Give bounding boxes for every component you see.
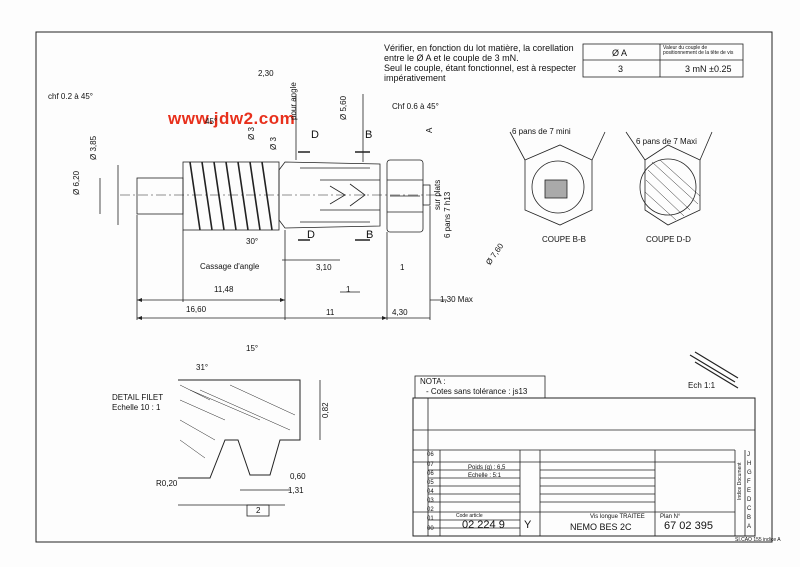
letter-j: J [747, 452, 750, 458]
letter-e: E [747, 488, 752, 494]
tb-designation: Vis longue TRAITEE [590, 514, 645, 520]
tb-code-article: 02 224 9 [462, 519, 505, 531]
letter-g: G [747, 470, 752, 476]
letter-b: B [747, 515, 752, 521]
dim-pour-angle: pour angle [289, 82, 298, 120]
dim-1-a: 1 [400, 263, 405, 272]
section-mark-b-bottom: B [366, 229, 374, 241]
corr-col2-value: 3 mN ±0.25 [685, 64, 732, 74]
shank-left [136, 177, 184, 215]
label-coupe-dd: COUPE D-D [646, 235, 691, 244]
watermark: www.jdw2.com [168, 109, 296, 128]
dim-4-30: 4,30 [392, 308, 408, 317]
rev-06b: 06 [427, 471, 434, 477]
dim-d3-b: Ø 3 [269, 137, 278, 150]
dim-angle-30: 30° [246, 237, 259, 246]
dim-11-48: 11,48 [214, 285, 234, 294]
tb-product: NEMO BES 2C [570, 522, 632, 532]
tb-indice-doc: Indice Document [737, 462, 743, 500]
letter-f: F [747, 479, 751, 485]
rev-03: 03 [427, 498, 434, 504]
rev-02: 02 [427, 507, 434, 513]
section-b-hex [524, 144, 593, 226]
label-coupe-bb: COUPE B-B [542, 235, 587, 244]
letter-h: H [747, 461, 752, 467]
rev-00: 00 [427, 526, 434, 532]
dim-d3-a: Ø 3 [247, 127, 256, 140]
rev-06a: 06 [427, 452, 434, 458]
dim-chf-left: chf 0.2 à 45° [48, 92, 94, 101]
note-line-1: Vérifier, en fonction du lot matière, la… [384, 43, 574, 53]
rev-07: 07 [427, 462, 434, 468]
tb-indice: Y [524, 519, 532, 531]
dim-cassage: Cassage d'angle [200, 262, 260, 271]
iso-scale: Ech 1:1 [688, 381, 716, 390]
detail-title: DETAIL FILET [112, 393, 164, 402]
tb-plan-label: Plan N° [660, 514, 681, 520]
dim-3-10: 3,10 [316, 263, 332, 272]
letter-d: D [747, 497, 752, 503]
dim-angle-45: 45° [205, 117, 218, 126]
nota-title: NOTA : [420, 377, 446, 386]
dim-2-30: 2,30 [258, 69, 274, 78]
letter-a: A [747, 524, 752, 530]
dim-sur-plats: sur plats [433, 179, 442, 210]
detail-d060: 0,60 [290, 472, 306, 481]
dim-d3-85: Ø 3,85 [89, 135, 98, 160]
note-line-4: impérativement [384, 73, 446, 83]
dim-hex-vertical: 6 pans 7 h13 [443, 191, 452, 238]
tb-plan-number: 67 02 395 [664, 520, 713, 532]
dim-chf-right: Chf 0.6 à 45° [392, 102, 439, 111]
corr-col1-value: 3 [618, 64, 624, 74]
datum-a: A [425, 127, 434, 133]
rev-01: 01 [427, 516, 434, 522]
tb-code-label: Code article [456, 513, 483, 519]
dim-11: 11 [326, 308, 335, 317]
dim-16-60: 16,60 [186, 305, 207, 314]
detail-scale: Echelle 10 : 1 [112, 403, 161, 412]
note-line-2: entre le Ø A et le couple de 3 mN. [384, 53, 519, 63]
dim-1-30-max: 1,30 Max [440, 295, 473, 304]
section-mark-b-top: B [365, 129, 373, 141]
label-hex-mini: 6 pans de 7 mini [512, 127, 571, 136]
detail-d082: 0,82 [321, 402, 330, 418]
detail-d131: 1,31 [288, 486, 304, 495]
detail-box-2: 2 [256, 506, 261, 515]
rev-04: 04 [427, 489, 434, 495]
corr-col1-header: Ø A [612, 48, 628, 58]
note-line-3: Seul le couple, étant fonctionnel, est à… [384, 63, 577, 73]
dim-1-b: 1 [346, 285, 351, 294]
section-mark-d-top: D [311, 129, 319, 141]
dim-d6-20: Ø 6,20 [72, 170, 81, 195]
corr-col2-header: Valeur du couple de positionnement de la… [663, 45, 734, 56]
detail-angle-31: 31° [196, 363, 209, 372]
dim-d5-60: Ø 5,60 [339, 95, 348, 120]
label-hex-maxi: 6 pans de 7 Maxi [636, 137, 697, 146]
section-mark-d-bottom: D [307, 229, 315, 241]
letter-c: C [747, 506, 752, 512]
nota-line: - Cotes sans tolérance : js13 [426, 387, 528, 396]
section-d-hex [644, 144, 701, 226]
tb-echelle: Echelle : 5:1 [468, 473, 502, 479]
tb-footer: SI.CAO 155 indice A [735, 537, 781, 543]
detail-angle-15: 15° [246, 344, 259, 353]
tb-poids: Poids (g) : 6,5 [468, 465, 506, 471]
detail-r020: R0,20 [156, 479, 178, 488]
rev-05: 05 [427, 480, 434, 486]
